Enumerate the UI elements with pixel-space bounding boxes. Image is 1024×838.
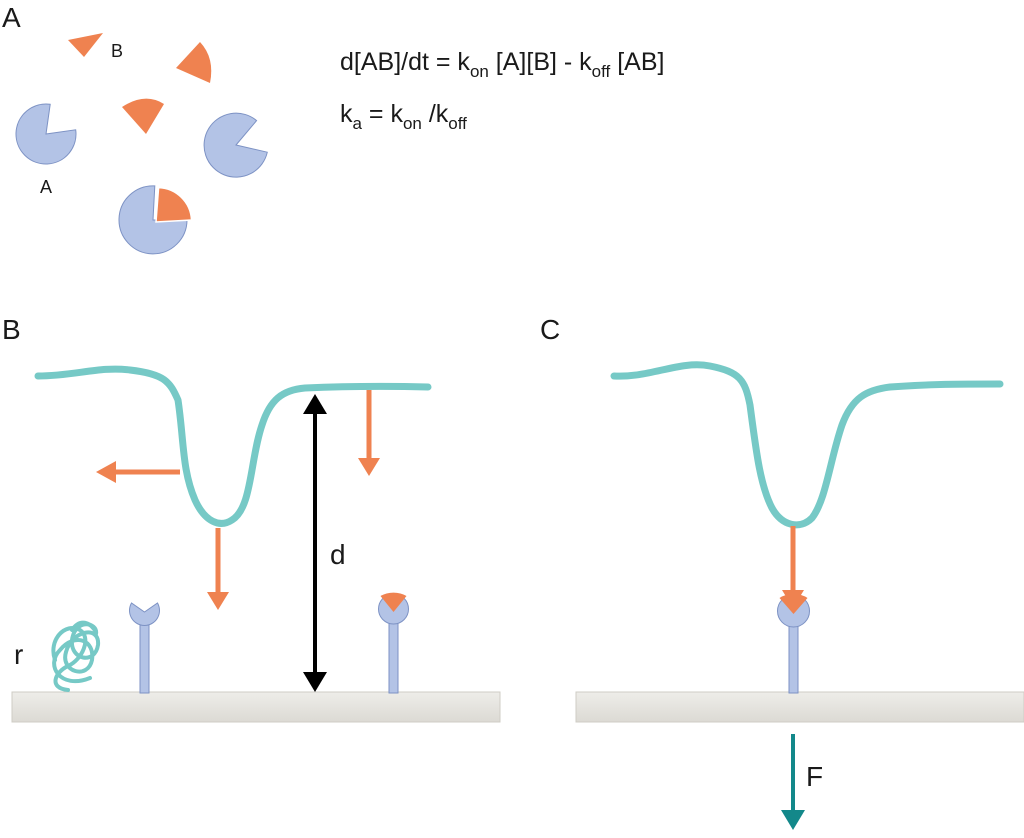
affinity-equation: ka = kon /koff: [340, 100, 467, 133]
random-coil: [51, 620, 101, 692]
force-arrow: [781, 734, 805, 830]
panel-b-letter: B: [2, 314, 21, 345]
label-force: F: [806, 761, 823, 792]
label-molecule-a: A: [40, 177, 52, 197]
receptor-free-right: [203, 112, 268, 178]
ligand-b-free: [68, 33, 103, 57]
equations: d[AB]/dt = kon [A][B] - koff [AB] ka = k…: [340, 48, 664, 133]
tether-arrow-left: [96, 461, 180, 483]
receptor-bound: [118, 185, 188, 255]
surface-b: [11, 691, 501, 723]
panel-b: B d r: [2, 314, 501, 723]
ligand-free-middle: [122, 98, 164, 134]
label-coil: r: [14, 639, 23, 670]
rate-equation: d[AB]/dt = kon [A][B] - koff [AB]: [340, 48, 664, 81]
panel-c-letter: C: [540, 314, 560, 345]
polymer-chain-b: [34, 365, 432, 527]
receptor-bound-b: [378, 592, 409, 694]
polymer-chain-c: [610, 361, 1004, 529]
receptor-a-free: [15, 103, 77, 165]
ligand-bound: [155, 186, 193, 223]
label-molecule-b: B: [111, 41, 123, 61]
tether-arrow-down-center: [207, 528, 229, 610]
receptor-empty-b: [129, 602, 160, 694]
panel-c: C F: [540, 314, 1024, 830]
label-distance: d: [330, 539, 346, 570]
receptor-bound-c: [777, 593, 810, 694]
distance-arrow: [303, 394, 327, 692]
tether-arrow-down-right: [358, 390, 380, 476]
surface-c: [575, 691, 1024, 723]
ligand-free-top-right: [176, 42, 212, 83]
panel-a: A A B: [2, 2, 268, 255]
panel-a-letter: A: [2, 2, 21, 33]
